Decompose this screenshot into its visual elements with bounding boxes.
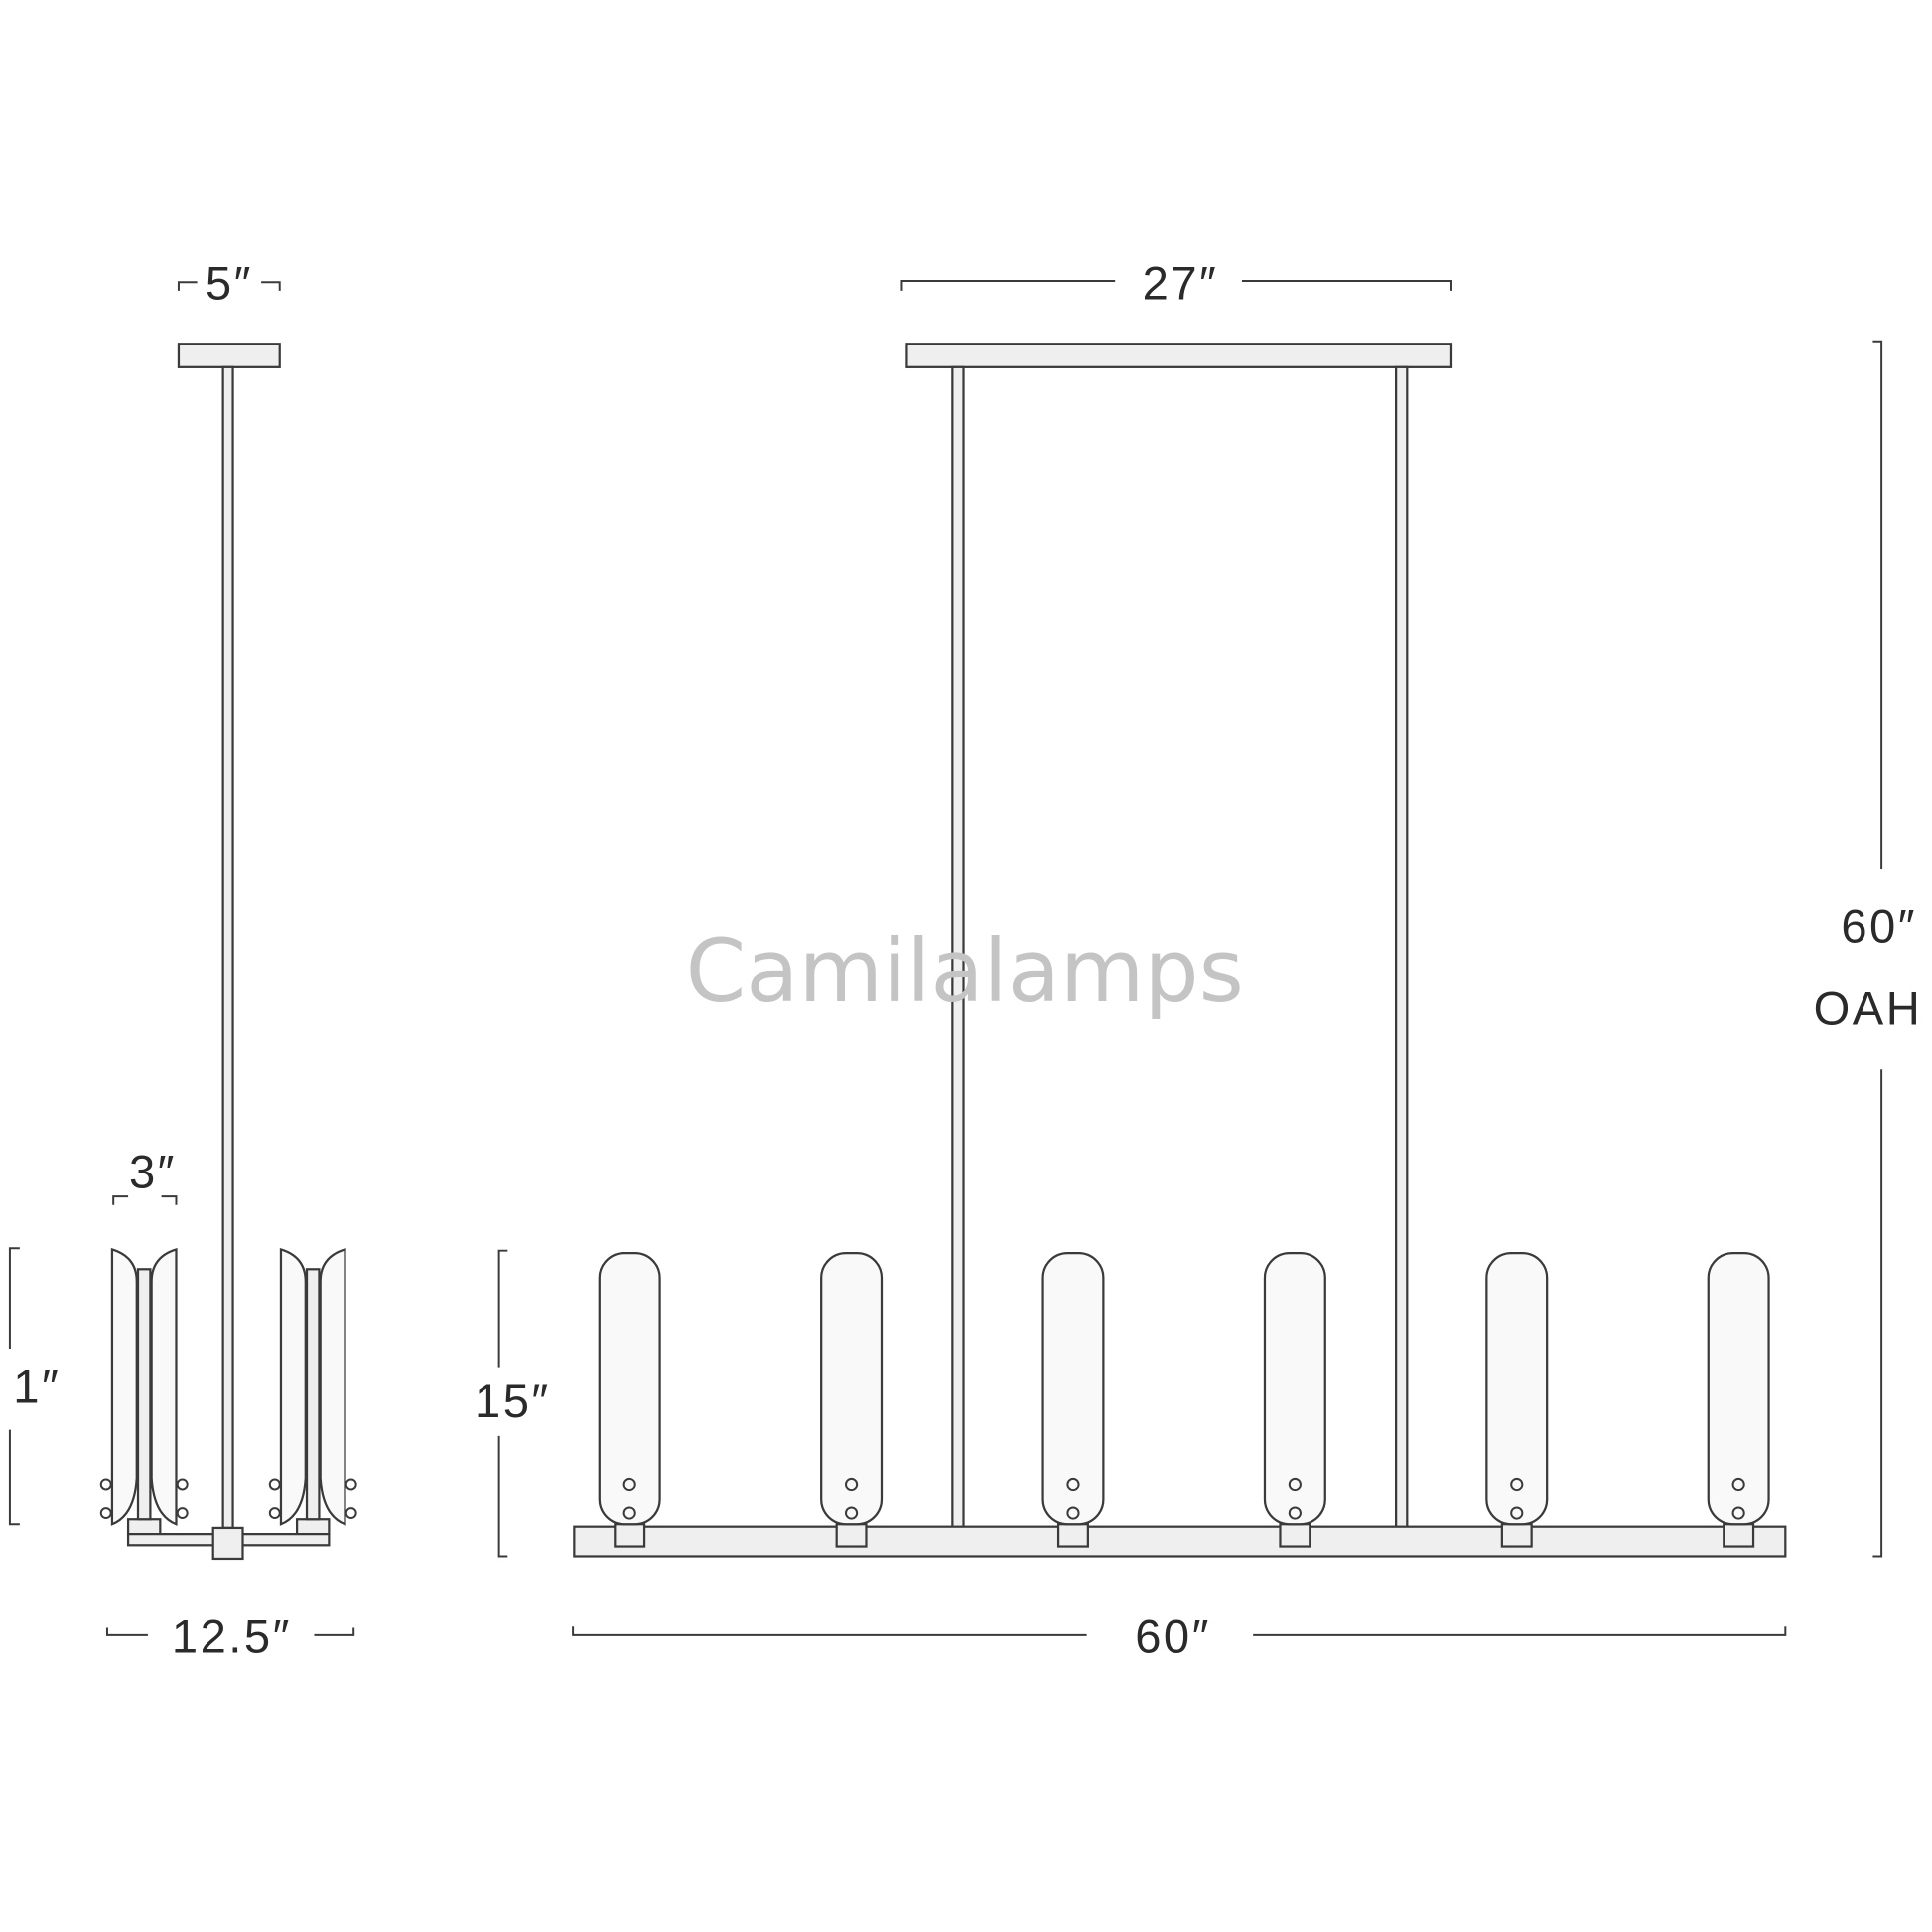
shade-width-dimension-line: [112, 1195, 178, 1205]
shade-screw: [1731, 1477, 1745, 1492]
side-hub: [211, 1526, 244, 1561]
lamp-stem: [305, 1268, 321, 1521]
front-canopy-width-label: 27″: [1143, 257, 1219, 310]
shade-screw: [1066, 1506, 1080, 1520]
lamp-socket: [835, 1523, 868, 1548]
front-lamp: [1041, 1252, 1105, 1548]
lamp-socket: [614, 1523, 646, 1548]
lamp-socket: [1056, 1523, 1089, 1548]
lamp-shade: [1707, 1252, 1770, 1526]
side-view: 5″ 3″ 1″ 12.5″: [8, 257, 357, 1662]
front-shade-height-dimension-line: [497, 1249, 508, 1558]
front-canopy: [905, 343, 1453, 368]
shade-screw: [345, 1507, 357, 1519]
shade-screw: [176, 1478, 189, 1491]
lamp-shade: [1041, 1252, 1105, 1526]
lamp-socket: [126, 1518, 162, 1536]
shade-screw: [1288, 1477, 1302, 1492]
front-lamp: [820, 1252, 884, 1548]
front-rod-right: [1395, 365, 1409, 1530]
side-canopy-width-label: 5″: [206, 257, 253, 310]
shade-screw: [99, 1507, 112, 1519]
front-canopy-dimension-line: [900, 279, 1452, 291]
front-shade-height-label: 15″: [475, 1374, 551, 1427]
shade-screw: [268, 1507, 281, 1519]
overall-height-label: 60″: [1841, 899, 1917, 952]
lamp-socket: [295, 1518, 331, 1536]
shade-petal-left: [279, 1247, 307, 1526]
shade-petal-right: [319, 1247, 346, 1526]
shade-petal-left: [110, 1247, 138, 1526]
lamp-shade: [1485, 1252, 1549, 1526]
shade-screw: [1288, 1506, 1302, 1520]
lamp-shade: [598, 1252, 661, 1526]
overall-height-dimension-line: [1872, 340, 1883, 1558]
shade-screw: [622, 1506, 636, 1520]
canopy-width-dimension-line: [177, 281, 281, 291]
front-lamp: [1707, 1252, 1770, 1548]
lamp-socket: [1279, 1523, 1311, 1548]
shade-screw: [1510, 1477, 1524, 1492]
side-overall-width-label: 12.5″: [172, 1609, 292, 1662]
shade-screw: [622, 1477, 636, 1492]
shade-petal-right: [150, 1247, 178, 1526]
shade-screw: [1510, 1506, 1524, 1520]
lamp-shade: [820, 1252, 884, 1526]
overall-height-oah-label: OAH: [1814, 981, 1923, 1034]
lamp-shade: [1263, 1252, 1326, 1526]
shade-screw: [845, 1477, 859, 1492]
side-lamp: [268, 1247, 357, 1536]
lamp-socket: [1500, 1523, 1533, 1548]
shade-screw: [845, 1506, 859, 1520]
front-lamp: [1485, 1252, 1549, 1548]
side-lamp: [99, 1247, 189, 1536]
front-lamp: [598, 1252, 661, 1548]
lamp-socket: [1723, 1523, 1755, 1548]
shade-width-label: 3″: [129, 1145, 177, 1197]
shade-screw: [1731, 1506, 1745, 1520]
front-lamp: [1263, 1252, 1326, 1548]
watermark: Camilalamps: [686, 921, 1244, 1022]
side-rod: [221, 365, 234, 1530]
front-bar: [573, 1525, 1787, 1558]
shade-height-dimension-line: [8, 1247, 20, 1526]
lamp-stem: [136, 1268, 152, 1521]
overall-length-dimension-line: [572, 1626, 1787, 1636]
overall-width-dimension-line: [105, 1627, 355, 1636]
side-canopy: [177, 343, 281, 368]
shade-screw: [268, 1478, 281, 1491]
front-view: 27″ 15″ 60″ 60″ OAH: [475, 257, 1923, 1663]
overall-length-label: 60″: [1135, 1609, 1211, 1662]
shade-screw: [99, 1478, 112, 1491]
shade-screw: [1066, 1477, 1080, 1492]
shade-screw: [176, 1507, 189, 1519]
shade-height-label: 1″: [13, 1359, 61, 1412]
shade-screw: [345, 1478, 357, 1491]
